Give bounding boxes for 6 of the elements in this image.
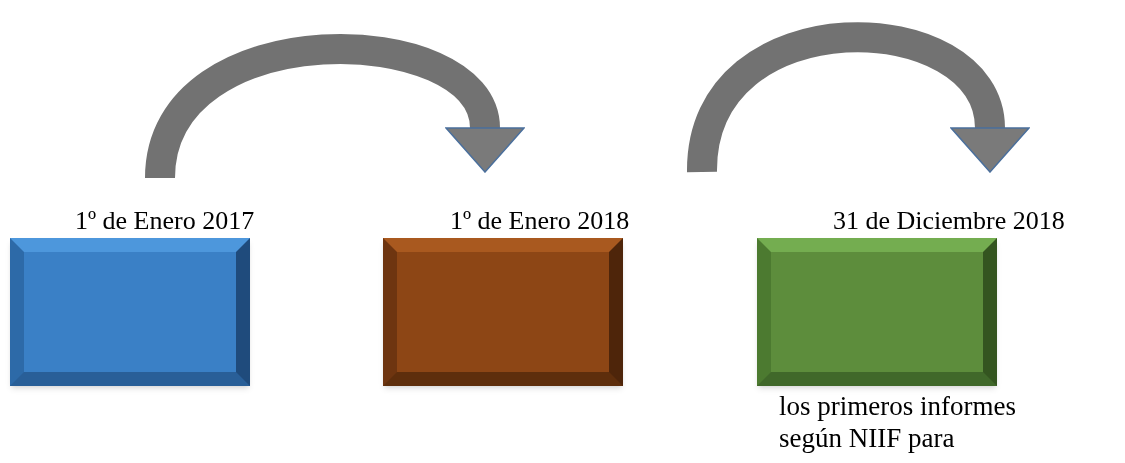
date-label: 1º de Enero 2017 [75,206,255,236]
date-label: 31 de Diciembre 2018 [833,206,1065,236]
curved-arrow [145,34,524,181]
caption-text: los primeros informes según NIIF para [779,390,1017,454]
curved-arrow [687,22,1029,174]
date-label: 1º de Enero 2018 [450,206,630,236]
